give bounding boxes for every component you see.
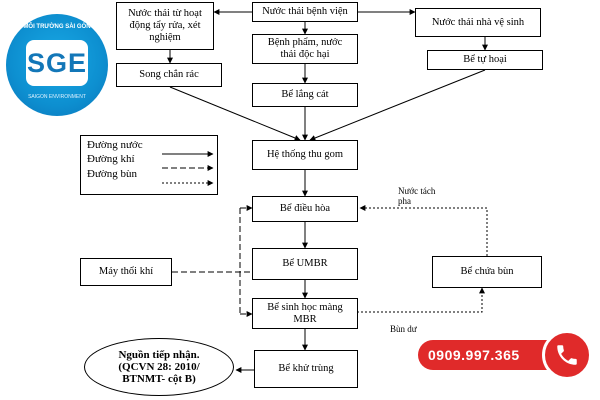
hospital-wastewater-box: Nước thải bệnh viện	[252, 2, 358, 22]
equalization-tank-label: Bể điều hòa	[279, 203, 331, 214]
collection-system-label: Hệ thống thu gom	[266, 149, 344, 160]
hospital-wastewater-label: Nước thải bệnh viện	[262, 6, 348, 17]
legend: Đường nước Đường khí Đường bùn	[80, 135, 218, 195]
receiving-source-ellipse: Nguồn tiếp nhận. (QCVN 28: 2010/ BTNMT- …	[84, 338, 234, 396]
separated-water-note: Nước tách pha	[398, 186, 436, 206]
sand-settling-box: Bể lắng cát	[252, 83, 358, 107]
logo-badge: SGE	[26, 40, 88, 86]
blower-box: Máy thổi khí	[80, 258, 172, 286]
sand-settling-label: Bể lắng cát	[281, 89, 329, 100]
sludge-tank-label: Bể chứa bùn	[460, 266, 514, 277]
receiving-source-label: Nguồn tiếp nhận. (QCVN 28: 2010/ BTNMT- …	[118, 349, 200, 385]
mbr-tank-box: Bể sinh học màng MBR	[252, 298, 358, 329]
logo-top-text: MÔI TRƯỜNG SÀI GÒN	[23, 24, 91, 30]
equalization-tank-box: Bể điều hòa	[252, 196, 358, 222]
screen-box: Song chắn rác	[116, 63, 222, 87]
phone-badge[interactable]: 0909.997.365	[418, 330, 598, 380]
phone-number[interactable]: 0909.997.365	[428, 347, 520, 363]
legend-sludge-label: Đường bùn	[87, 168, 137, 180]
legend-water-label: Đường nước	[87, 139, 143, 151]
disinfection-tank-label: Bể khử trùng	[278, 363, 334, 374]
septic-tank-label: Bể tự hoại	[463, 54, 507, 65]
screen-label: Song chắn rác	[139, 69, 199, 80]
legend-air-label: Đường khí	[87, 153, 135, 165]
blower-label: Máy thổi khí	[98, 266, 154, 277]
toilet-wastewater-box: Nước thải nhà vệ sinh	[415, 8, 541, 37]
sludge-tank-box: Bể chứa bùn	[432, 256, 542, 288]
logo-bottom-text: SAIGON ENVIRONMENT	[28, 94, 86, 100]
mbr-tank-label: Bể sinh học màng MBR	[267, 301, 343, 325]
cleaning-wastewater-box: Nước thải từ hoạt động tẩy rửa, xét nghi…	[116, 2, 214, 50]
phone-icon[interactable]	[542, 330, 592, 380]
collection-system-box: Hệ thống thu gom	[252, 140, 358, 170]
specimen-box: Bệnh phẩm, nước thải độc hại	[252, 34, 358, 64]
cleaning-wastewater-label: Nước thải từ hoạt động tẩy rửa, xét nghi…	[128, 8, 202, 43]
umbr-tank-box: Bể UMBR	[252, 248, 358, 280]
specimen-label: Bệnh phẩm, nước thải độc hại	[267, 37, 343, 60]
disinfection-tank-box: Bể khử trùng	[254, 350, 358, 388]
septic-tank-box: Bể tự hoại	[427, 50, 543, 70]
umbr-tank-label: Bể UMBR	[282, 258, 328, 269]
excess-sludge-note: Bùn dư	[390, 324, 417, 334]
company-logo: MÔI TRƯỜNG SÀI GÒN SGE SAIGON ENVIRONMEN…	[6, 14, 108, 116]
logo-text: SGE	[26, 47, 88, 78]
toilet-wastewater-label: Nước thải nhà vệ sinh	[431, 16, 525, 28]
